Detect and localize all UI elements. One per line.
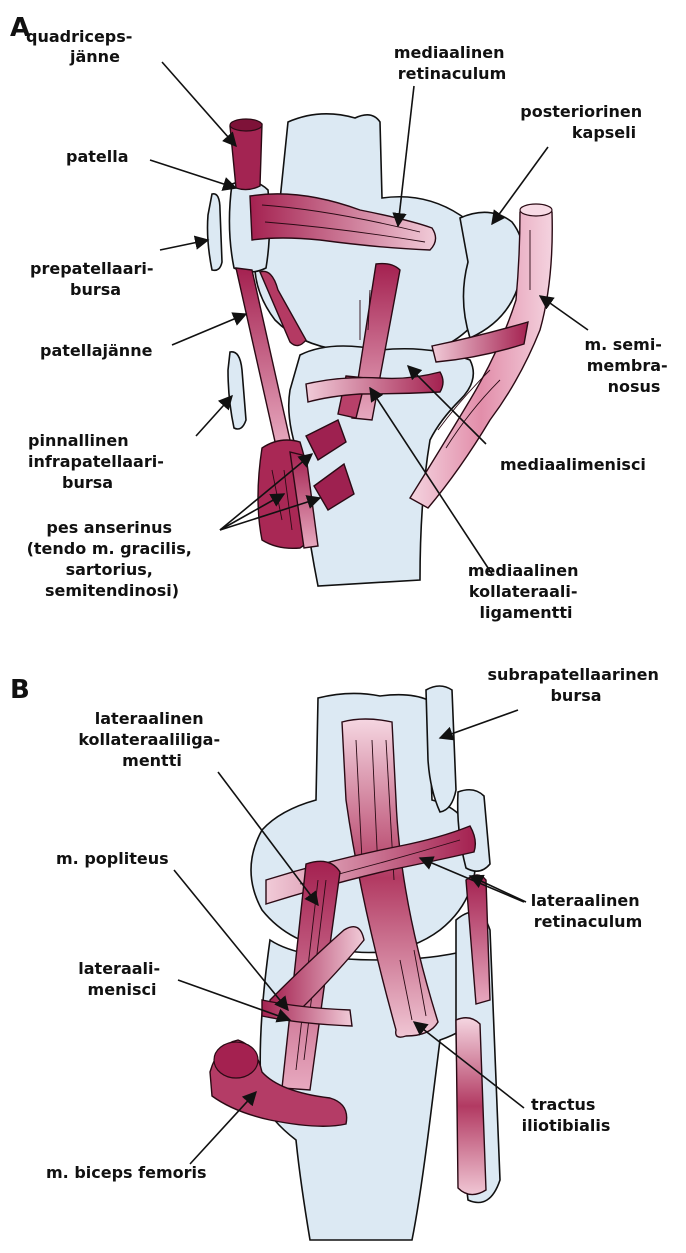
quadriceps-tendon (230, 121, 262, 189)
label-medial-meniscus: mediaalimenisci (500, 455, 646, 474)
label-subrapatellar-bursa: subrapatellaarinen bursa (488, 665, 665, 705)
label-semimembranosus: m. semi- membra- nosus (584, 335, 673, 396)
label-superficial-infrapatellar-bursa: pinnallinen infrapatellaari- bursa (28, 431, 169, 492)
label-pes-anserinus: pes anserinus (tendo m. gracilis, sartor… (27, 518, 198, 600)
panel-a: A (10, 13, 673, 622)
panel-b-letter: B (10, 675, 30, 705)
panel-b: B (10, 665, 664, 1240)
label-iliotibial-tract: tractus iliotibialis (522, 1095, 611, 1135)
label-patellar-tendon: patellajänne (40, 341, 153, 360)
label-quadriceps-tendon: quadriceps- jänne (26, 27, 138, 66)
label-prepatellar-bursa: prepatellaari- bursa (30, 259, 159, 299)
prepatellar-bursa (208, 194, 223, 271)
label-patella: patella (66, 147, 129, 166)
label-biceps-femoris: m. biceps femoris (46, 1163, 207, 1182)
label-posterior-capsule: posteriorinen kapseli (520, 102, 647, 142)
semimembranosus-end (520, 204, 552, 216)
label-lateral-collateral-ligament: lateraalinen kollateraaliliga- mentti (78, 709, 225, 770)
label-medial-retinaculum: mediaalinen retinaculum (394, 43, 510, 83)
label-medial-collateral-ligament: mediaalinen kollateraali- ligamentti (468, 561, 584, 622)
label-popliteus: m. popliteus (56, 849, 169, 868)
quadriceps-tendon-end (230, 119, 262, 131)
label-lateral-meniscus: lateraali- menisci (78, 959, 165, 999)
biceps-femoris-end (214, 1042, 258, 1078)
infrapatellar-bursa (228, 352, 246, 429)
label-lateral-retinaculum: lateraalinen retinaculum (531, 891, 645, 931)
